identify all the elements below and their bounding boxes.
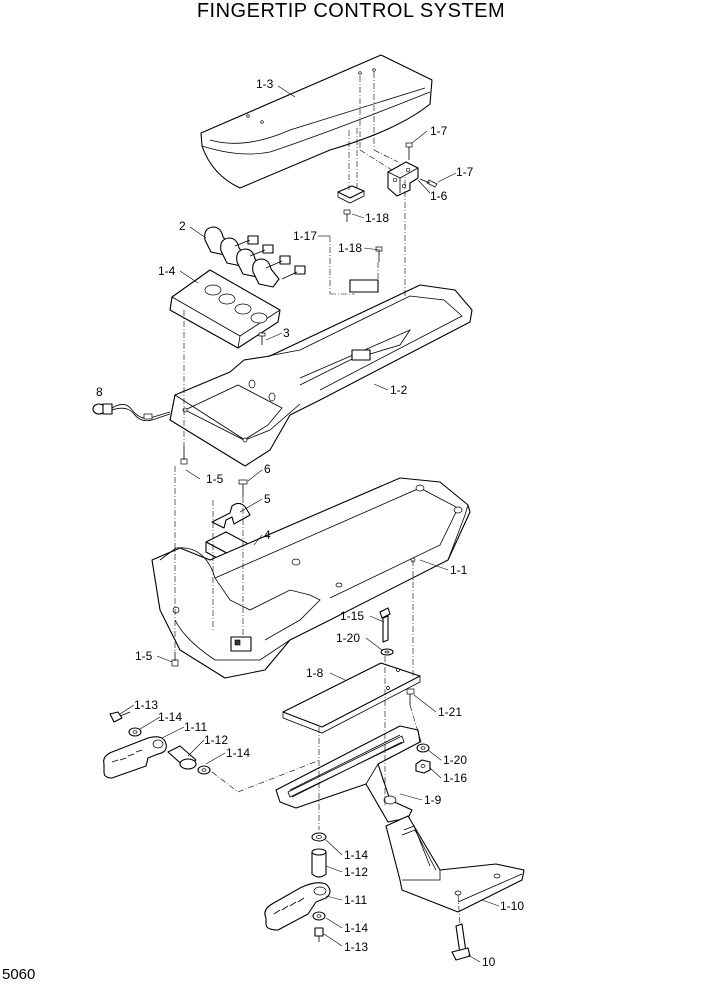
callout-1-18: 1-18 [338,241,362,255]
callout-1-12: 1-12 [204,733,228,747]
callout-1-6: 1-6 [430,189,448,203]
part-small-bracket-1-17 [337,185,383,262]
callout-1-14: 1-14 [344,921,368,935]
callout-1-17: 1-17 [293,229,317,243]
callout-1-10: 1-10 [500,899,524,913]
part-bolt-1-15 [379,607,394,656]
callout-1-9: 1-9 [424,793,442,807]
part-screw-1-21 [406,688,415,705]
callout-10: 10 [482,955,496,969]
part-mount-plate [282,662,421,734]
part-base-bracket [385,815,525,913]
callout-1-5: 1-5 [206,472,224,486]
page-number: 5060 [2,966,36,983]
callout-1-14: 1-14 [344,848,368,862]
callout-3: 3 [283,326,290,340]
part-cover-plate [169,269,281,349]
callout-1-5: 1-5 [135,649,153,663]
callout-6: 6 [264,462,271,476]
part-screw-6 [238,479,248,497]
part-screw-1-7 [405,142,438,188]
part-lower-housing [151,477,471,679]
callout-4: 4 [264,528,271,542]
callout-1-11: 1-11 [184,720,207,734]
leader-lines [119,72,500,963]
part-screw-1-5 [171,446,188,667]
callout-1-15: 1-15 [340,609,364,623]
part-control-levers [204,226,306,288]
callout-1-8: 1-8 [306,666,324,680]
diagram-title: FINGERTIP CONTROL SYSTEM [196,0,506,22]
callout-1-21: 1-21 [438,705,462,719]
callout-1-3: 1-3 [256,77,274,91]
part-bracket-1-6 [387,161,419,197]
callout-1-2: 1-2 [390,383,408,397]
callout-labels: 1-3 1-7 1-7 1-6 2 1-18 1-17 1-18 1-4 3 8… [96,77,524,969]
callout-1-1: 1-1 [450,563,468,577]
callout-8: 8 [96,385,103,399]
callout-1-13: 1-13 [134,698,158,712]
callout-1-20: 1-20 [336,631,360,645]
callout-2: 2 [179,219,186,233]
callout-1-13: 1-13 [344,940,368,954]
part-clamp-5 [211,502,251,529]
part-switch-wire [92,403,171,422]
part-bolt-10 [451,923,471,961]
callout-1-12: 1-12 [344,865,368,879]
callout-1-7: 1-7 [430,124,448,138]
callout-1-18: 1-18 [365,211,389,225]
callout-1-14: 1-14 [158,710,182,724]
callout-1-16: 1-16 [443,771,467,785]
callout-5: 5 [264,492,271,506]
part-slide-bracket [275,725,421,823]
callout-1-20: 1-20 [443,753,467,767]
callout-1-4: 1-4 [158,264,176,278]
part-handle-left [103,711,211,779]
part-handle-bottom [264,832,331,942]
callout-1-11: 1-11 [344,893,367,907]
part-screw-3 [258,332,266,345]
callout-1-14: 1-14 [226,746,250,760]
part-washer-nut [415,743,431,774]
callout-1-7: 1-7 [456,165,474,179]
part-upper-housing [169,279,473,467]
